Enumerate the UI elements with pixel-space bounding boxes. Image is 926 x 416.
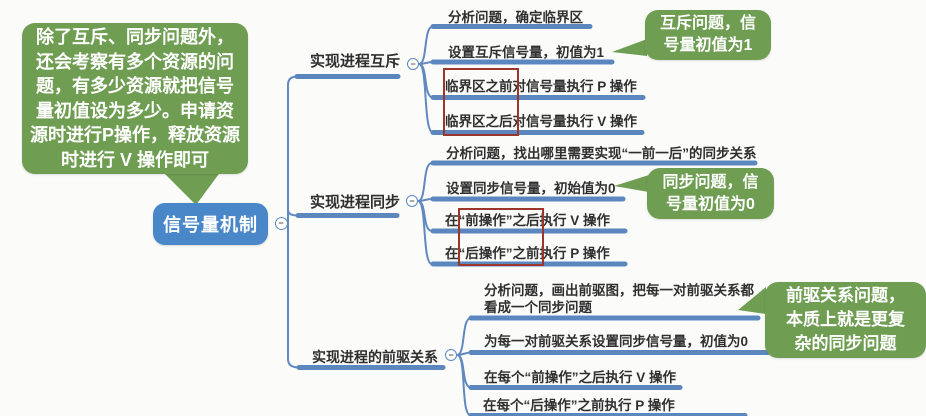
- root-node[interactable]: 信号量机制: [153, 203, 268, 245]
- node-sync-step4[interactable]: 在“后操作”之前执行 P 操作: [445, 246, 610, 261]
- branch-precedence-label[interactable]: 实现进程的前驱关系: [312, 349, 438, 365]
- callout-resource-note[interactable]: 除了互斥、同步问题外， 还会考察有多个资源的问 题，有多少资源就把信号 量初值设…: [22, 23, 248, 174]
- node-mutex-step2[interactable]: 设置互斥信号量，初值为1: [448, 45, 605, 60]
- node-precedence-step2[interactable]: 为每一对前驱关系设置同步信号量，初值为0: [484, 334, 749, 349]
- node-mutex-step3[interactable]: 临界区之前对信号量执行 P 操作: [445, 79, 637, 94]
- callout-sync-note[interactable]: 同步问题，信 号量初值为0: [647, 168, 774, 219]
- highlight-box-sync: [458, 208, 544, 266]
- highlight-box-mutex: [443, 68, 519, 136]
- node-precedence-step3[interactable]: 在每个“前操作”之后执行 V 操作: [484, 370, 677, 385]
- callout-precedence-note[interactable]: 前驱关系问题， 本质上就是更复 杂的同步问题: [765, 282, 926, 358]
- node-mutex-step1[interactable]: 分析问题，确定临界区: [448, 10, 583, 25]
- node-precedence-step4[interactable]: 在每个“后操作”之前执行 P 操作: [483, 398, 675, 413]
- branch-sync-label[interactable]: 实现进程同步: [310, 194, 401, 211]
- branch-mutex-label[interactable]: 实现进程互斥: [310, 53, 401, 70]
- callout-tails: [158, 39, 766, 314]
- node-sync-step1[interactable]: 分析问题，找出哪里需要实现“一前一后”的同步关系: [446, 146, 757, 161]
- node-sync-step2[interactable]: 设置同步信号量，初始值为0: [446, 181, 616, 196]
- collapse-toggle-mutex[interactable]: −: [407, 58, 419, 70]
- node-sync-step3[interactable]: 在“前操作”之后执行 V 操作: [445, 213, 611, 228]
- collapse-toggle-precedence[interactable]: −: [445, 349, 457, 361]
- callout-resource-note-text: 除了互斥、同步问题外， 还会考察有多个资源的问 题，有多少资源就把信号 量初值设…: [29, 27, 240, 170]
- callout-mutex-note[interactable]: 互斥问题，信 号量初值为1: [645, 10, 771, 60]
- collapse-toggle-sync[interactable]: −: [406, 195, 418, 207]
- node-mutex-step4[interactable]: 临界区之后对信号量执行 V 操作: [445, 114, 638, 129]
- callout-sync-note-text: 同步问题，信 号量初值为0: [662, 173, 759, 213]
- callout-precedence-note-text: 前驱关系问题， 本质上就是更复 杂的同步问题: [786, 286, 905, 353]
- node-precedence-step1[interactable]: 分析问题，画出前驱图，把每一对前驱关系都 看成一个同步问题: [484, 283, 754, 315]
- collapse-toggle-root[interactable]: −: [274, 216, 288, 230]
- callout-mutex-note-text: 互斥问题，信 号量初值为1: [659, 15, 756, 54]
